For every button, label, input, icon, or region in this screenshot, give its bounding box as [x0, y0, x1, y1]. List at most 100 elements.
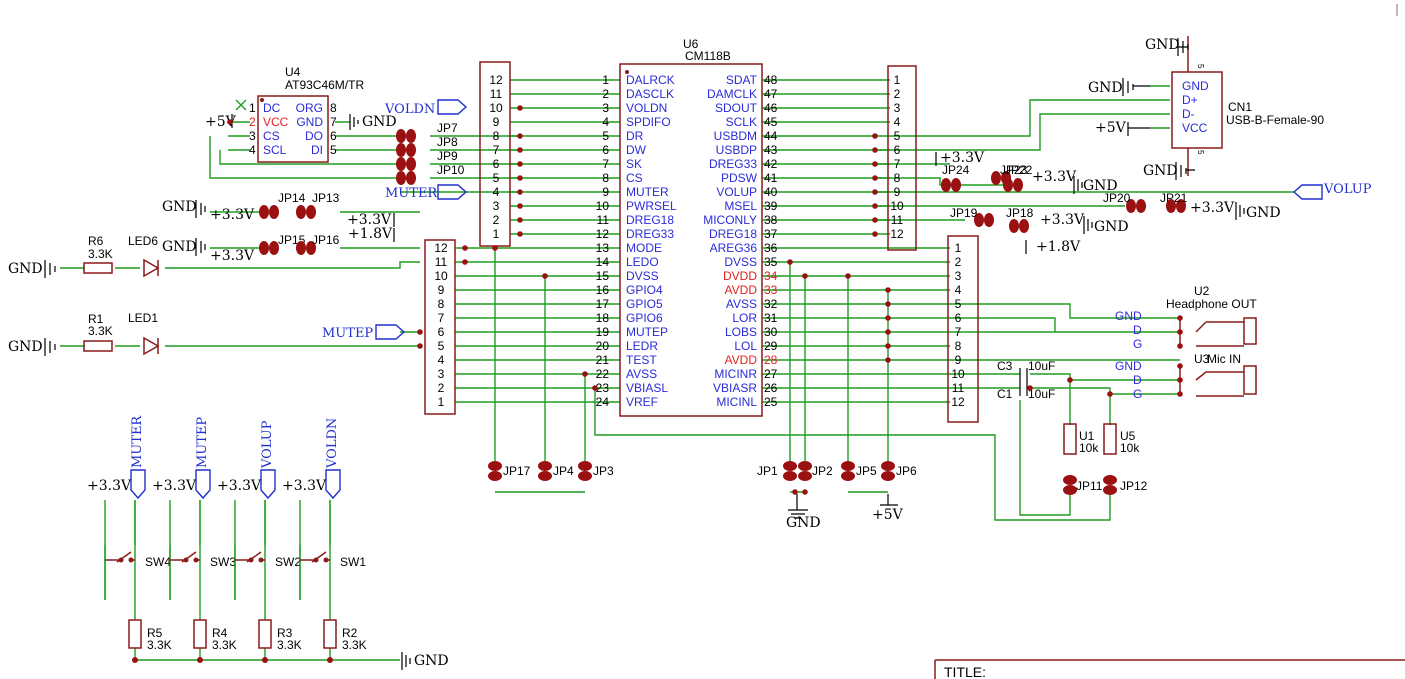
jumper-jp7[interactable]: JP7: [396, 121, 458, 143]
junction-dot: [517, 175, 523, 181]
cap-c3-ref: C3: [997, 359, 1013, 373]
header-pin-num: 7: [955, 325, 962, 339]
header-pin-num: 5: [955, 297, 962, 311]
u6-pin-num: 30: [764, 325, 778, 339]
jumper-pad: [1063, 475, 1077, 485]
jumper-jp8[interactable]: JP8: [396, 135, 458, 157]
u6-pin-label: CS: [626, 171, 643, 185]
junction-dot: [132, 657, 138, 663]
jumper-jp3[interactable]: JP3: [578, 461, 614, 481]
u6-pin-label: DVSS: [724, 255, 757, 269]
header-pin-num: 2: [894, 87, 901, 101]
jumper-pad: [1103, 475, 1117, 485]
u6-pin-label: USBDM: [714, 129, 757, 143]
junction-dot: [1027, 385, 1033, 391]
jumper-pad: [269, 241, 279, 255]
switch-resistor-ref: R5: [147, 626, 163, 640]
jumper-jp19[interactable]: JP19: [950, 206, 994, 227]
jumper-jp14[interactable]: JP14: [259, 191, 306, 219]
header-pin-num: 7: [438, 311, 445, 325]
jumper-jp21[interactable]: JP21: [1160, 191, 1188, 213]
u6-pin-num: 7: [602, 157, 609, 171]
u6-pin-num: 6: [602, 143, 609, 157]
jumper-jp24[interactable]: JP24: [941, 163, 970, 192]
junction-dot: [872, 147, 878, 153]
jumper-label: JP9: [437, 149, 458, 163]
switch-resistor-value: 3.3K: [212, 638, 237, 652]
switch-resistor-value: 3.3K: [277, 638, 302, 652]
u6-pin-num: 4: [602, 115, 609, 129]
junction-dot: [885, 343, 891, 349]
jumper-pad: [783, 461, 797, 471]
led6-group: R6 3.3K LED6: [83, 234, 160, 278]
jumper-jp5[interactable]: JP5: [841, 461, 877, 481]
u6-pin-num: 1: [602, 73, 609, 87]
u6-pin-label: LEDR: [626, 339, 658, 353]
junction-dot: [327, 657, 333, 663]
jumper-label: JP20: [1103, 191, 1131, 205]
junction-dot: [802, 489, 808, 495]
junction-dot: [885, 357, 891, 363]
u6-pin-num: 20: [596, 339, 610, 353]
jumper-jp18[interactable]: JP18: [1006, 206, 1034, 233]
u6-pin-label: GPIO4: [626, 283, 663, 297]
header-pin-num: 12: [434, 241, 448, 255]
net-3v3-jp21: +3.3V: [1190, 200, 1235, 216]
header-pin-num: 11: [891, 213, 904, 227]
u6-pin-label: LOL: [734, 339, 757, 353]
jumper-jp4[interactable]: JP4: [538, 461, 574, 481]
junction-dot: [872, 189, 878, 195]
jumper-jp16[interactable]: JP16: [296, 233, 340, 255]
jumper-jp12[interactable]: JP12: [1103, 475, 1148, 495]
junction-dot: [417, 343, 423, 349]
cn1-pin-vcc: VCC: [1182, 121, 1208, 135]
jumper-jp6[interactable]: JP6: [881, 461, 917, 481]
junction-dot: [1177, 315, 1183, 321]
jumper-pad: [991, 171, 1001, 185]
net-gnd-u4: GND: [362, 114, 397, 130]
net-gnd-jp1: GND: [786, 515, 821, 531]
switch-supply-label: +3.3V: [217, 478, 262, 494]
u6-pin-label: USBDP: [716, 143, 757, 157]
switch-contact: [193, 557, 199, 563]
net-gnd-jp15: GND: [162, 239, 197, 255]
u6-pin-label: VREF: [626, 395, 658, 409]
jumper-pad: [841, 471, 855, 481]
u6-pin-num: 31: [764, 311, 778, 325]
jumper-pad: [396, 171, 406, 185]
switch-lever: [116, 551, 132, 563]
cn1-ref: CN1: [1228, 100, 1252, 114]
jumper-label: JP18: [1006, 206, 1034, 220]
jumper-jp2[interactable]: JP2: [798, 461, 833, 481]
u6-pin-label: GPIO5: [626, 297, 663, 311]
jumper-jp17[interactable]: JP17: [488, 461, 531, 481]
net-5v-cn1: +5V: [1095, 120, 1127, 136]
jumper-label: JP7: [437, 121, 458, 135]
jumper-jp11[interactable]: JP11: [1063, 475, 1103, 495]
jumper-label: JP13: [312, 191, 340, 205]
jumper-pad: [488, 461, 502, 471]
u6-pin-label: DR: [626, 129, 644, 143]
u4-pin-num: 8: [330, 101, 337, 115]
jumper-jp13[interactable]: JP13: [296, 191, 340, 219]
header-pin-num: 2: [955, 255, 962, 269]
junction-dot: [517, 161, 523, 167]
jumper-jp23[interactable]: JP23: [1000, 163, 1028, 192]
jumper-jp1[interactable]: JP1: [757, 461, 797, 481]
jumper-jp10[interactable]: JP10: [396, 163, 465, 185]
u6-pin-num: 34: [764, 269, 778, 283]
jumper-jp9[interactable]: JP9: [396, 149, 458, 171]
jumper-jp20[interactable]: JP20: [1103, 191, 1146, 213]
u6-pin-label: GPIO6: [626, 311, 663, 325]
header-pin-num: 11: [952, 381, 965, 395]
net-port-icon: [195, 469, 211, 500]
u6-pin-num: 38: [764, 213, 778, 227]
header-pin-num: 1: [955, 241, 962, 255]
switch-wire: [299, 500, 331, 600]
header-pin-num: 12: [489, 73, 503, 87]
u6-pin-label: VOLDN: [626, 101, 667, 115]
